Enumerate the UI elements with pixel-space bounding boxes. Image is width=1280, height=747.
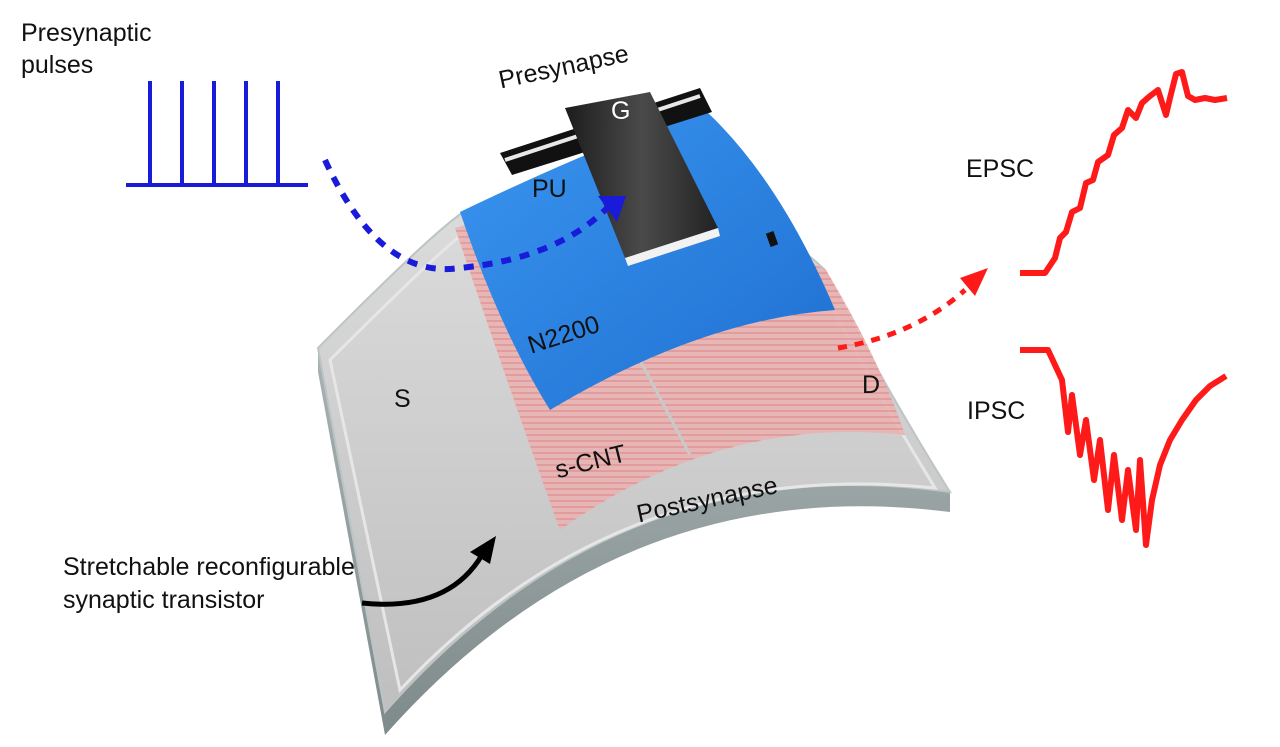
device-label-2: synaptic transistor [63,586,265,614]
gate-electrode [565,92,718,258]
ipsc-label: IPSC [967,397,1026,425]
source-label: S [394,385,411,413]
epsc-label: EPSC [966,155,1035,183]
substrate-edge [318,348,950,735]
pu-label: PU [532,175,567,203]
device-label-1: Stretchable reconfigurable [63,553,355,581]
presynaptic-pulses-label-2: pulses [21,51,94,79]
drain-label: D [862,371,881,399]
presynaptic-pulse-train [126,81,308,187]
gate-label: G [611,97,631,125]
presynaptic-pulses-label-1: Presynaptic [21,19,152,47]
pulse-train-line [126,81,308,187]
